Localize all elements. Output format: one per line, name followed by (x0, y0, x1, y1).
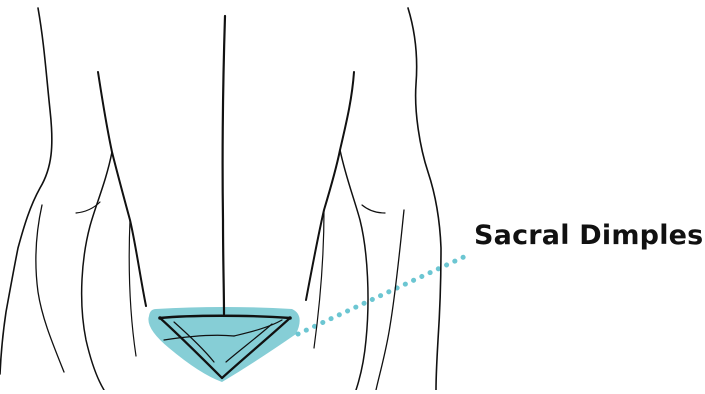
callout-label: Sacral Dimples (474, 222, 703, 249)
right-outer-contour (408, 8, 441, 390)
right-inner-contour (306, 72, 354, 300)
right-inner-contour-2 (340, 150, 368, 390)
spine-line (223, 16, 225, 314)
left-inner-contour (98, 72, 146, 306)
left-inner-contour-2 (82, 152, 112, 390)
callout-line (298, 255, 468, 334)
right-dimple-marker (288, 316, 292, 320)
right-outer-contour-2 (376, 210, 404, 390)
left-outer-contour-2 (36, 205, 64, 372)
right-hip-crease (362, 205, 385, 213)
left-dimple-marker (158, 316, 162, 320)
